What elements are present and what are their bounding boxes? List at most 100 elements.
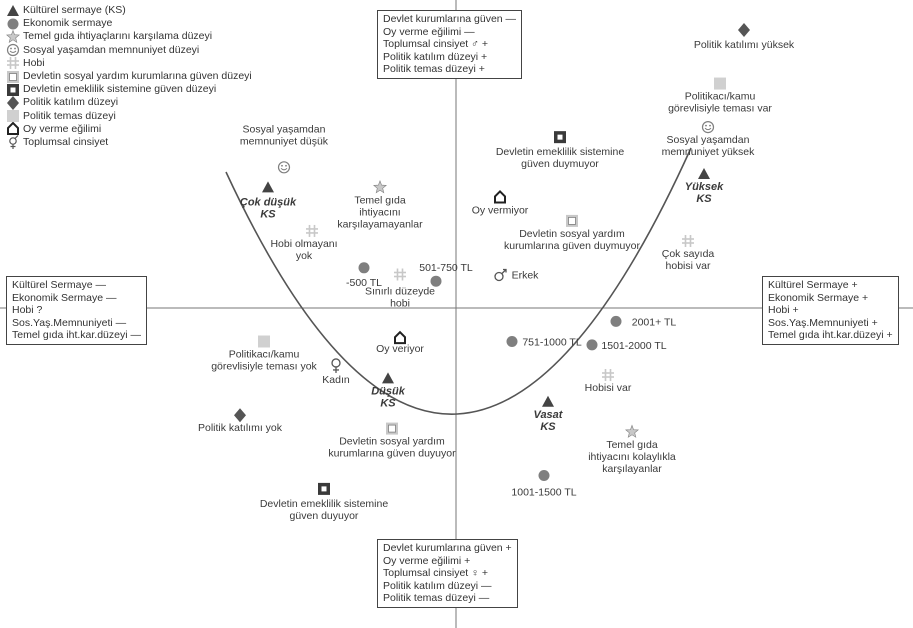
- point-label: Devletin sosyal yardım: [519, 228, 625, 240]
- oy-legend-icon: [6, 122, 20, 136]
- top-box-line: Oy verme eğilimi —: [383, 25, 475, 38]
- point-label: Devletin emeklilik sistemine: [496, 146, 625, 158]
- bottom-box-line: Devlet kurumlarına güven +: [383, 542, 512, 554]
- katilim-legend-icon: [6, 95, 20, 110]
- point-label: Yüksek: [685, 181, 724, 193]
- sosyal-legend-icon: [6, 43, 20, 57]
- katilim-marker: [7, 95, 19, 110]
- legend-label: Oy verme eğilimi: [23, 122, 102, 135]
- ekonomik-marker: [538, 470, 550, 481]
- temas-marker: [258, 335, 270, 348]
- katilim-marker: [738, 22, 750, 37]
- top-box-line: Politik temas düzeyi +: [383, 63, 485, 76]
- point-label: Sınırlı düzeyde: [365, 286, 435, 298]
- point-label: memnuniyet düşük: [240, 135, 329, 147]
- hobi-legend-icon: [6, 56, 20, 70]
- bottom-description-box: Devlet kurumlarına güven + Oy verme eğil…: [377, 539, 518, 608]
- map-point: Politik katılımı yüksek: [694, 22, 795, 51]
- sosyal-marker: [6, 44, 20, 57]
- legend-label: Devletin emeklilik sistemine güven düzey…: [23, 83, 217, 96]
- yardim-marker: [386, 422, 398, 435]
- oy-marker: [494, 190, 506, 204]
- bottom-box-line: Toplumsal cinsiyet ♀ +: [383, 567, 489, 580]
- right-box-line: Temel gıda iht.kar.düzeyi +: [768, 329, 893, 342]
- left-box-line: Sos.Yaş.Memnuniyeti —: [12, 316, 127, 329]
- point-label: KS: [696, 193, 712, 205]
- oy-marker: [7, 122, 19, 136]
- map-point: 1001-1500 TL: [511, 470, 577, 499]
- ekonomik-marker: [430, 275, 442, 287]
- sosyal-marker: [701, 120, 715, 134]
- point-label: görevlisiyle teması var: [668, 103, 772, 115]
- point-label: ihtiyacını kolaylıkla: [588, 451, 676, 463]
- point-label: hobi: [390, 298, 410, 310]
- cinsiyet_kadin-marker: [331, 358, 341, 373]
- emeklilik-legend-icon: [6, 83, 20, 97]
- point-label: yok: [296, 250, 313, 262]
- emeklilik-marker: [554, 131, 566, 144]
- hobi-marker: [602, 369, 614, 381]
- legend-label: Hobi: [23, 56, 45, 69]
- left-box-line: Kültürel Sermaye —: [12, 279, 106, 291]
- point-label: Oy vermiyor: [472, 204, 529, 216]
- point-label: Sosyal yaşamdan: [667, 134, 750, 146]
- legend-item-ekonomik: Ekonomik sermaye: [6, 17, 252, 30]
- kulturel-marker: [262, 181, 274, 193]
- hobi-marker: [7, 57, 19, 70]
- cinsiyet-marker: [9, 135, 19, 150]
- yardim-legend-icon: [6, 70, 20, 84]
- legend-label: Kültürel sermaye (KS): [23, 4, 126, 16]
- point-label: KS: [380, 397, 396, 409]
- left-box-line: Ekonomik Sermaye —: [12, 291, 117, 304]
- point-label: 751-1000 TL: [522, 337, 582, 349]
- top-box-line: Toplumsal cinsiyet ♂ +: [383, 38, 489, 51]
- point-label: kurumlarına güven duymuyor: [504, 240, 640, 252]
- point-label: Devletin sosyal yardım: [339, 436, 445, 448]
- point-label: Politik katılımı yüksek: [694, 39, 795, 51]
- map-point: 1501-2000 TL: [586, 339, 667, 352]
- temas-marker: [7, 110, 19, 123]
- bottom-box-line: Politik temas düzeyi —: [383, 592, 490, 605]
- map-point: Politik katılımı yok: [198, 408, 283, 434]
- point-label: 1001-1500 TL: [511, 487, 576, 499]
- right-description-box: Kültürel Sermaye + Ekonomik Sermaye + Ho…: [762, 276, 899, 345]
- top-description-box: Devlet kurumlarına güven — Oy verme eğil…: [377, 10, 523, 79]
- ekonomik-marker: [7, 18, 19, 30]
- point-label: Erkek: [512, 270, 540, 282]
- map-point: 501-750 TL: [419, 262, 473, 287]
- ekonomik-legend-icon: [6, 17, 20, 31]
- right-box-line: Ekonomik Sermaye +: [768, 291, 869, 304]
- ekonomik-marker: [586, 339, 598, 351]
- point-label: görevlisiyle teması yok: [211, 361, 317, 373]
- point-label: Politik katılımı yok: [198, 422, 283, 434]
- kulturel-marker: [542, 395, 554, 407]
- temas-legend-icon: [6, 109, 20, 123]
- legend-item-katilim: Politik katılım düzeyi: [6, 95, 252, 110]
- emeklilik-marker: [318, 482, 330, 495]
- legend-item-yardim: Devletin sosyal yardım kurumlarına güven…: [6, 70, 252, 83]
- gida-marker: [625, 424, 639, 438]
- gida-marker: [6, 29, 20, 43]
- point-label: memnuniyet yüksek: [662, 146, 756, 158]
- map-point: Kadın: [322, 358, 350, 386]
- point-label: Kadın: [322, 374, 350, 386]
- legend-label: Sosyal yaşamdan memnuniyet düzeyi: [23, 43, 200, 56]
- katilim-marker: [234, 408, 246, 423]
- legend-label: Politik katılım düzeyi: [23, 96, 119, 109]
- legend-label: Politik temas düzeyi: [23, 109, 116, 122]
- top-box-line: Politik katılım düzeyi +: [383, 50, 488, 63]
- point-label: KS: [540, 421, 556, 433]
- ekonomik-marker: [506, 336, 518, 347]
- left-description-box: Kültürel Sermaye — Ekonomik Sermaye — Ho…: [6, 276, 147, 345]
- point-label: karşılayamayanlar: [337, 218, 423, 230]
- point-label: Devletin emeklilik sistemine: [260, 498, 389, 510]
- right-box-line: Sos.Yaş.Memnuniyeti +: [768, 316, 878, 329]
- point-label: güven duymuyor: [521, 158, 599, 170]
